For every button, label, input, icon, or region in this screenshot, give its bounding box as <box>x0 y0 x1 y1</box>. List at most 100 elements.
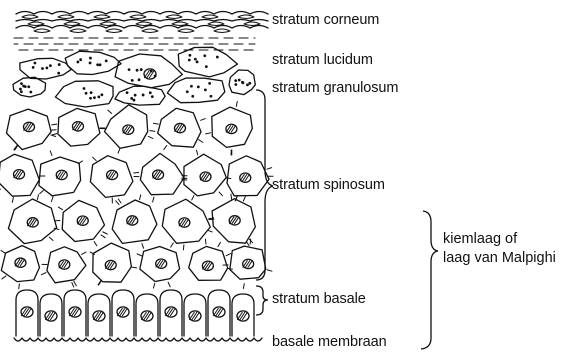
granule <box>57 72 60 75</box>
intercellular-bridge <box>243 196 245 201</box>
intercellular-bridge <box>226 254 231 256</box>
granule <box>194 58 197 61</box>
skin-layers-drawing <box>0 12 273 342</box>
spinosum-cell <box>140 153 184 194</box>
basale-cell <box>112 290 134 336</box>
label-stratum-spinosum: stratum spinosum <box>272 177 385 194</box>
intercellular-bridge <box>19 284 20 289</box>
nucleus-hatch <box>27 308 32 315</box>
intercellular-bridge <box>153 123 158 124</box>
intercellular-bridge <box>116 201 119 205</box>
granule <box>130 97 133 100</box>
granule <box>83 87 86 90</box>
granulosum-cell <box>20 58 71 79</box>
granule <box>89 62 92 65</box>
intercellular-bridge <box>52 124 57 125</box>
intercellular-bridge <box>94 242 97 246</box>
granule <box>100 93 103 96</box>
granule <box>19 88 22 91</box>
granule <box>190 85 193 88</box>
intercellular-bridge <box>118 199 121 203</box>
granule <box>149 91 152 94</box>
intercellular-bridge <box>40 190 44 193</box>
label-stratum-lucidum: stratum lucidum <box>272 52 373 69</box>
intercellular-bridge <box>236 102 237 107</box>
intercellular-bridge <box>108 110 112 113</box>
intercellular-bridge <box>171 243 174 247</box>
granule <box>151 95 154 98</box>
nucleus-hatch <box>75 308 80 315</box>
corneum-scale <box>166 15 182 19</box>
granule <box>210 95 213 98</box>
intercellular-bridge <box>137 254 142 256</box>
corneum-scale <box>58 15 74 19</box>
nucleus-hatch <box>216 308 221 315</box>
corneum-scale <box>178 29 194 33</box>
intercellular-bridge <box>267 270 272 271</box>
basale-cell <box>208 290 230 336</box>
spinosum-cell <box>105 105 148 149</box>
granule <box>234 79 237 82</box>
intercellular-bridge <box>205 239 206 244</box>
granule <box>238 79 241 82</box>
granule <box>20 90 23 93</box>
intercellular-bridge <box>218 242 220 246</box>
basale-bracket <box>256 286 268 315</box>
nucleus-hatch <box>123 308 128 315</box>
intercellular-bridge <box>199 140 203 143</box>
intercellular-bridge <box>1 250 5 253</box>
spinosum-cell <box>230 246 266 279</box>
intercellular-bridge <box>49 237 53 240</box>
intercellular-bridge <box>192 196 194 200</box>
granule <box>248 82 251 85</box>
granule <box>79 58 82 61</box>
corneum-scale <box>22 15 38 19</box>
granule <box>90 91 93 94</box>
granule <box>188 59 191 62</box>
nucleus-hatch <box>243 312 248 319</box>
intercellular-bridge <box>72 282 74 287</box>
nucleus-hatch <box>171 308 176 315</box>
granule <box>205 65 208 68</box>
intercellular-bridge <box>243 284 244 289</box>
intercellular-bridge <box>148 136 153 138</box>
granule <box>134 94 137 97</box>
intercellular-bridge <box>134 172 139 173</box>
granule <box>133 99 136 102</box>
corneum-scale <box>34 29 50 33</box>
intercellular-bridge <box>201 119 206 121</box>
intercellular-bridge <box>74 281 76 285</box>
granule <box>138 78 141 81</box>
granule <box>241 81 244 84</box>
nucleus-hatch <box>96 312 101 319</box>
granule <box>89 57 92 60</box>
label-basale-membraan: basale membraan <box>272 334 387 351</box>
spinosum-cell <box>189 246 228 280</box>
basale-cell <box>64 290 86 336</box>
nucleus-hatch <box>48 312 53 319</box>
label-stratum-granulosum: stratum granulosum <box>272 80 398 97</box>
granule <box>20 82 23 85</box>
corneum-scale-row <box>16 12 268 15</box>
granulosum-cell <box>55 81 113 107</box>
intercellular-bridge <box>103 232 108 234</box>
granulosum-cell <box>167 78 225 103</box>
nucleus-hatch <box>147 312 152 319</box>
intercellular-bridge <box>101 235 105 238</box>
granule <box>189 54 192 57</box>
granule <box>131 79 134 82</box>
corneum-scale <box>238 15 254 19</box>
intercellular-bridge <box>246 241 249 245</box>
granule <box>136 69 139 72</box>
intercellular-bridge <box>82 252 86 254</box>
granule <box>29 91 32 94</box>
nucleus-hatch <box>219 308 224 315</box>
intercellular-bridge <box>41 273 46 275</box>
granulosum-cell <box>65 51 121 74</box>
basale-cell <box>16 290 38 336</box>
intercellular-bridge <box>132 267 137 268</box>
intercellular-bridge <box>153 283 154 288</box>
intercellular-bridge <box>58 207 62 210</box>
granule <box>22 85 25 88</box>
granule <box>96 63 99 66</box>
